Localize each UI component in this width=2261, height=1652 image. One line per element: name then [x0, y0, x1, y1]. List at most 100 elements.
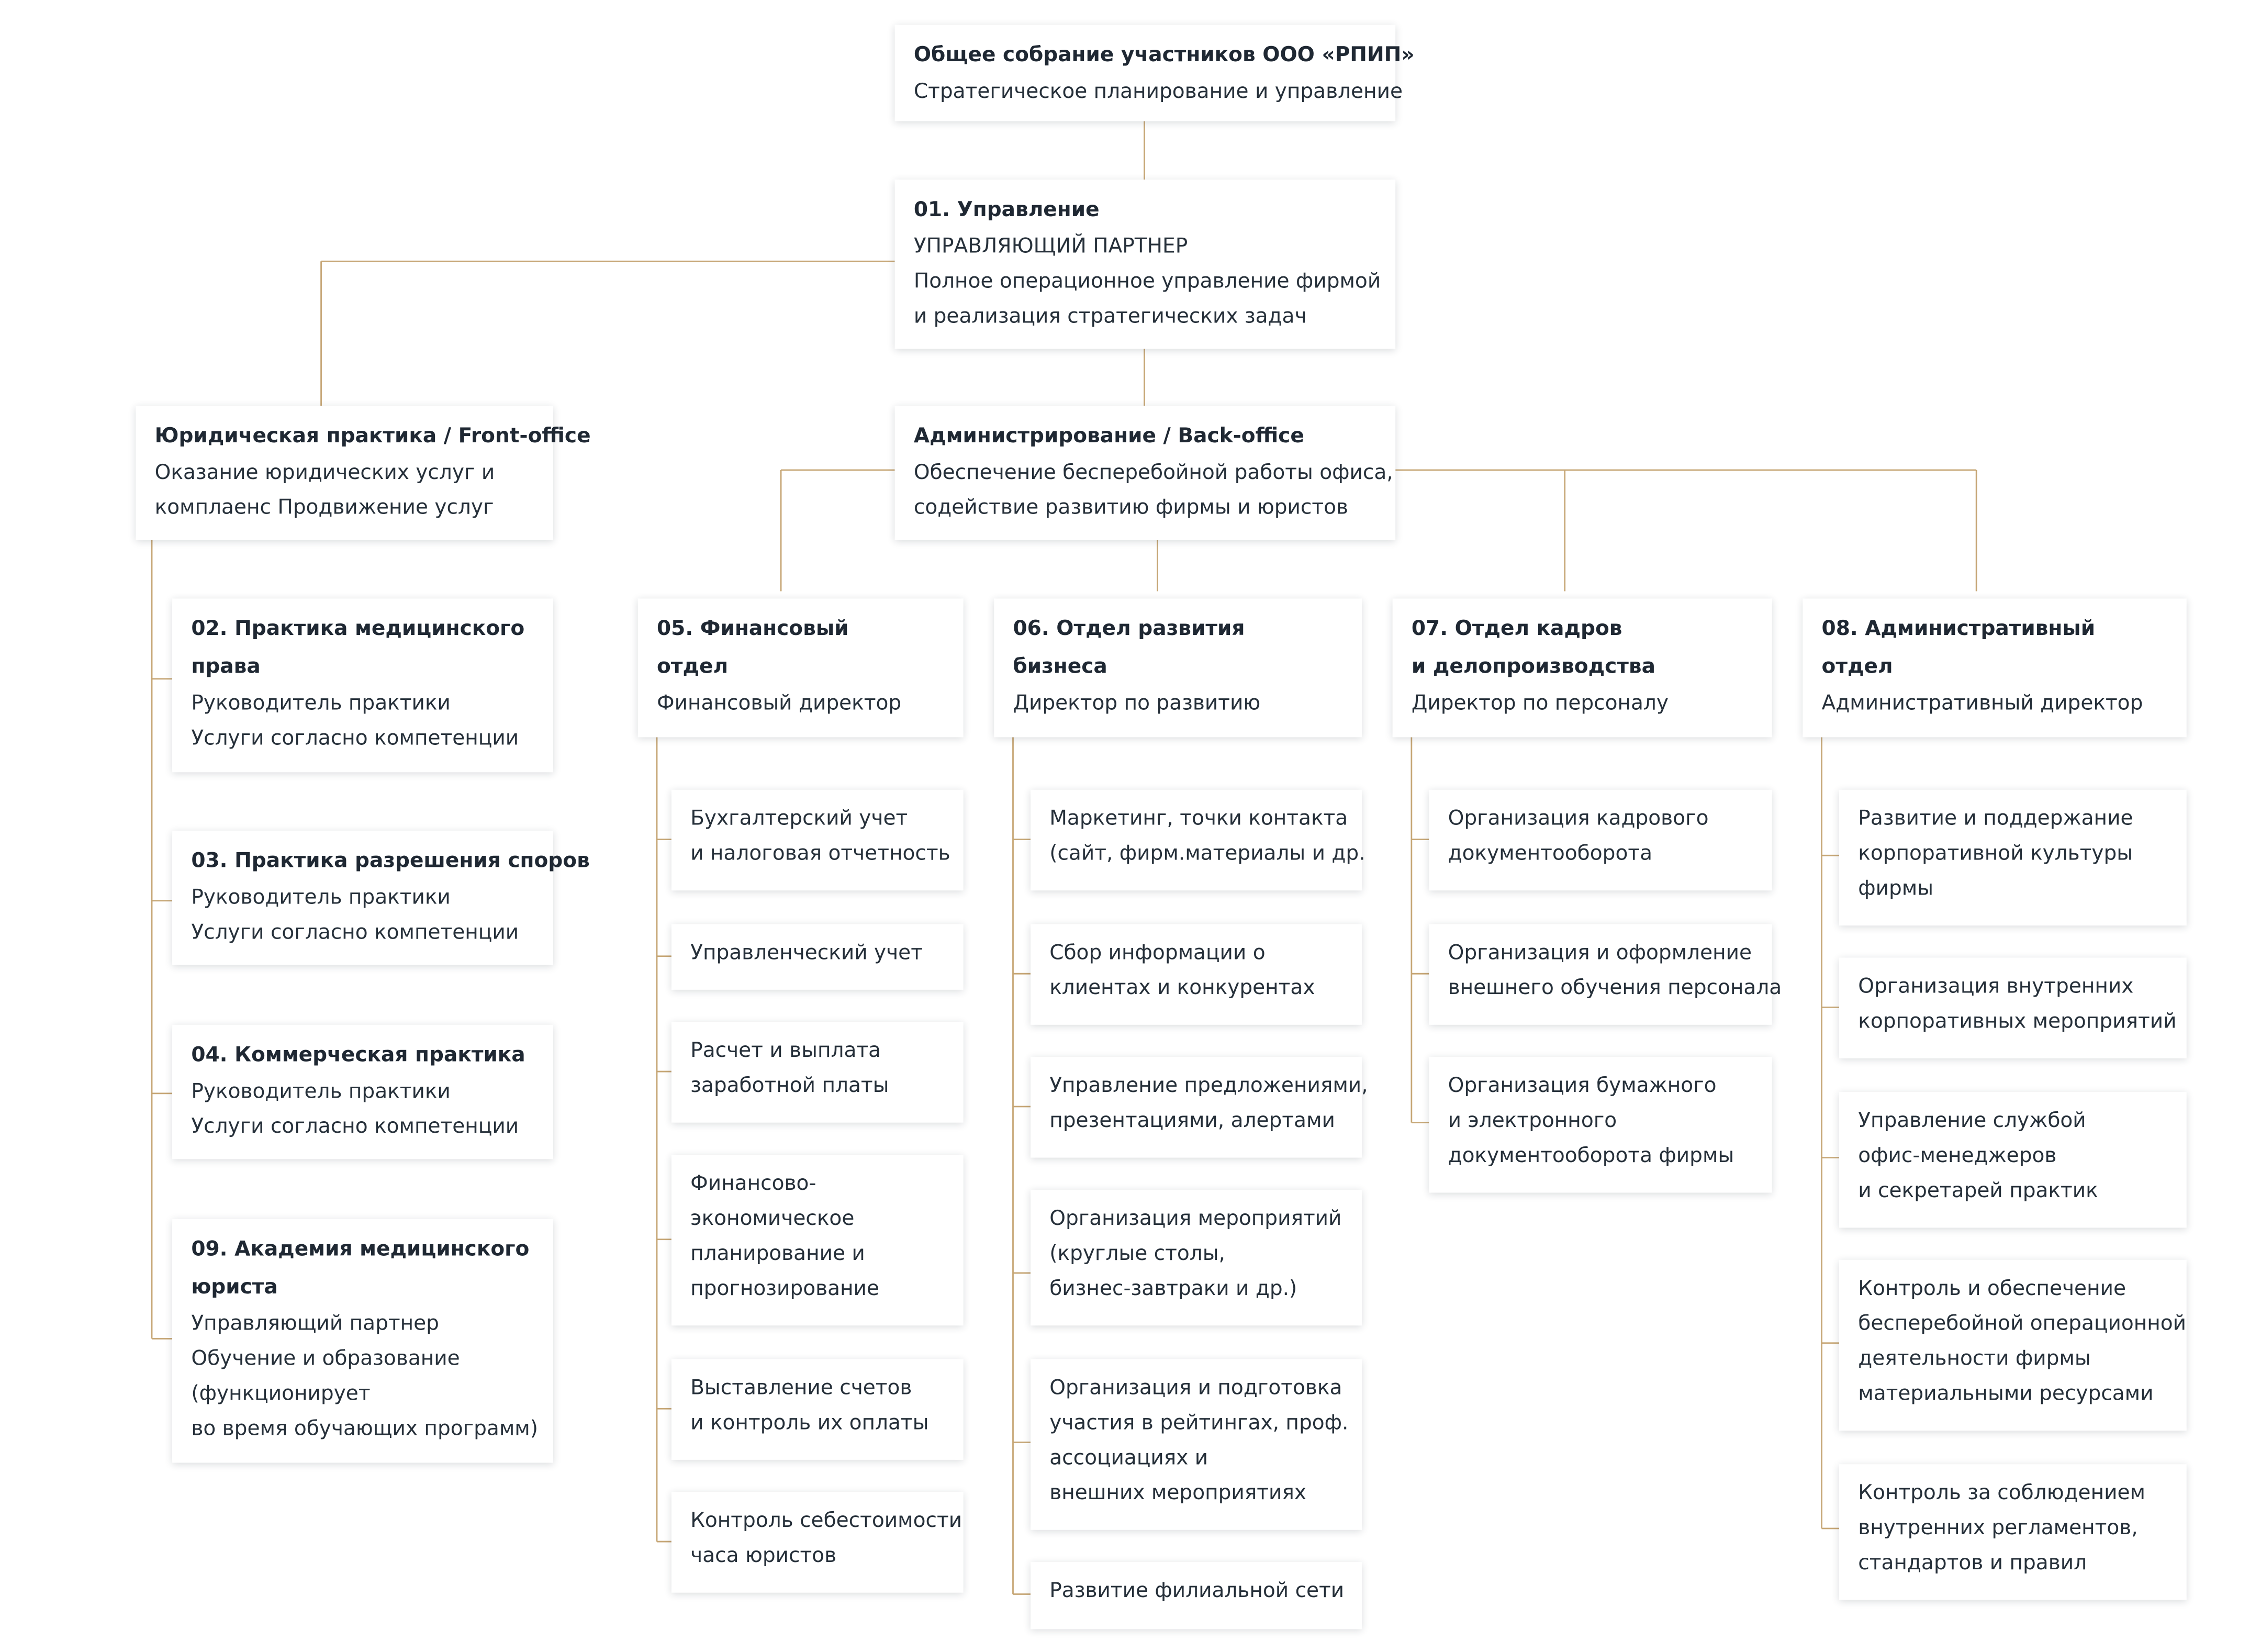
node-text: содействие развитию фирмы и юристов: [913, 496, 1349, 520]
node-text: ассоциациях и: [1049, 1446, 1208, 1470]
node-text: Управляющий партнер: [191, 1312, 439, 1336]
node-function: Организация мероприятий (круглые столы, би…: [1030, 1189, 1362, 1326]
node-text: Директор по персоналу: [1411, 691, 1669, 716]
node-text: офис-менеджеров: [1858, 1144, 2057, 1168]
node-title: 04. Коммерческая практика: [191, 1044, 525, 1067]
node-text: и контроль их оплаты: [690, 1411, 929, 1435]
node-text: клиентах и конкурентах: [1049, 976, 1315, 1000]
node-function: Выставление счетов и контроль их оплаты: [671, 1359, 964, 1460]
node-text: заработной платы: [690, 1074, 889, 1098]
node-text: Контроль и обеспечение: [1858, 1277, 2126, 1301]
node-text: Оказание юридических услуг и: [154, 461, 495, 485]
node-text: фирмы: [1858, 877, 1934, 901]
node-text: Услуги согласно компетенции: [191, 1115, 519, 1139]
node-text: Административный директор: [1821, 691, 2143, 716]
node-text: Обучение и образование: [191, 1347, 460, 1371]
node-title: Юридическая практика / Front-office: [154, 425, 591, 449]
node-text: Организация мероприятий: [1049, 1207, 1342, 1231]
node-text: внутренних регламентов,: [1858, 1516, 2138, 1541]
node-title: 08. Административный: [1821, 617, 2096, 641]
node-text: Управление предложениями,: [1049, 1074, 1368, 1098]
node-text: участия в рейтингах, проф.: [1049, 1411, 1349, 1435]
node-function: Маркетинг, точки контакта (сайт, фирм.мат…: [1030, 789, 1365, 891]
node-title: и делопроизводства: [1411, 655, 1655, 679]
node-title: Администрирование / Back-office: [913, 425, 1304, 449]
node-text: (функционирует: [191, 1382, 371, 1406]
node-text: планирование и: [690, 1242, 865, 1266]
node-text: Выставление счетов: [690, 1376, 912, 1400]
node-text: Развитие филиальной сети: [1049, 1579, 1345, 1603]
node-text: Организация и оформление: [1448, 941, 1752, 965]
node-text: (сайт, фирм.материалы и др.: [1049, 842, 1365, 866]
node-function: Контроль за соблюдением внутренних реглам…: [1839, 1464, 2187, 1600]
node-function: Организация кадрового документооборота: [1429, 789, 1772, 891]
node-text: комплаенс Продвижение услуг: [154, 496, 494, 520]
node-text: внешнего обучения персонала: [1448, 976, 1782, 1000]
node-title: бизнеса: [1013, 655, 1107, 679]
node-function: Управленческий учет: [671, 924, 964, 990]
node-text: Директор по развитию: [1013, 691, 1261, 716]
node-function: Организация и оформление внешнего обучени…: [1429, 924, 1782, 1025]
node-function: Сбор информации о клиентах и конкурентах: [1030, 924, 1362, 1025]
node-text: во время обучающих программ): [191, 1417, 539, 1441]
node-function: Расчет и выплата заработной платы: [671, 1022, 964, 1123]
node-title: 06. Отдел развития: [1013, 617, 1245, 641]
node-text: стандартов и правил: [1858, 1551, 2087, 1576]
node-text: Контроль себестоимости: [690, 1509, 962, 1533]
node-text: Маркетинг, точки контакта: [1049, 807, 1348, 831]
node-function: Развитие филиальной сети: [1030, 1562, 1362, 1629]
node-text: Руководитель практики: [191, 1080, 451, 1104]
node-text: Контроль за соблюдением: [1858, 1481, 2145, 1505]
node-text: и секретарей практик: [1858, 1179, 2098, 1203]
node-text: Управленческий учет: [690, 941, 923, 965]
node-text: внешних мероприятиях: [1049, 1481, 1306, 1505]
node-title: юриста: [191, 1276, 278, 1300]
node-text: Обеспечение бесперебойной работы офиса,: [913, 461, 1393, 485]
node-title: Общее собрание участников ООО «РПИП»: [913, 43, 1415, 68]
node-general-assembly: Общее собрание участников ООО «РПИП» Стра…: [894, 25, 1415, 121]
node-text: Организация бумажного: [1448, 1074, 1717, 1098]
node-text: Организация кадрового: [1448, 807, 1709, 831]
node-text: бизнес-завтраки и др.): [1049, 1277, 1297, 1301]
node-text: Руководитель практики: [191, 691, 451, 716]
node-title: 07. Отдел кадров: [1411, 617, 1622, 641]
node-text: Услуги согласно компетенции: [191, 921, 519, 945]
node-text: Финансовый директор: [657, 691, 902, 716]
node-text: прогнозирование: [690, 1277, 879, 1301]
node-text: Стратегическое планирование и управление: [913, 80, 1403, 104]
node-text: экономическое: [690, 1207, 855, 1231]
node-title: отдел: [1821, 655, 1893, 679]
node-text: УПРАВЛЯЮЩИЙ ПАРТНЕР: [913, 235, 1188, 259]
node-title: 01. Управление: [913, 198, 1100, 222]
node-text: документооборота: [1448, 842, 1653, 866]
node-function: Управление предложениями,презентациями, …: [1030, 1057, 1368, 1158]
node-text: Сбор информации о: [1049, 941, 1266, 965]
node-title: права: [191, 655, 261, 679]
node-title: 02. Практика медицинского: [191, 617, 525, 641]
node-text: Расчет и выплата: [690, 1039, 881, 1063]
node-text: (круглые столы,: [1049, 1242, 1225, 1266]
node-text: часа юристов: [690, 1544, 837, 1568]
node-title: 05. Финансовый: [657, 617, 849, 641]
node-text: корпоративных мероприятий: [1858, 1010, 2177, 1034]
node-title: отдел: [657, 655, 729, 679]
node-text: деятельности фирмы: [1858, 1347, 2091, 1371]
